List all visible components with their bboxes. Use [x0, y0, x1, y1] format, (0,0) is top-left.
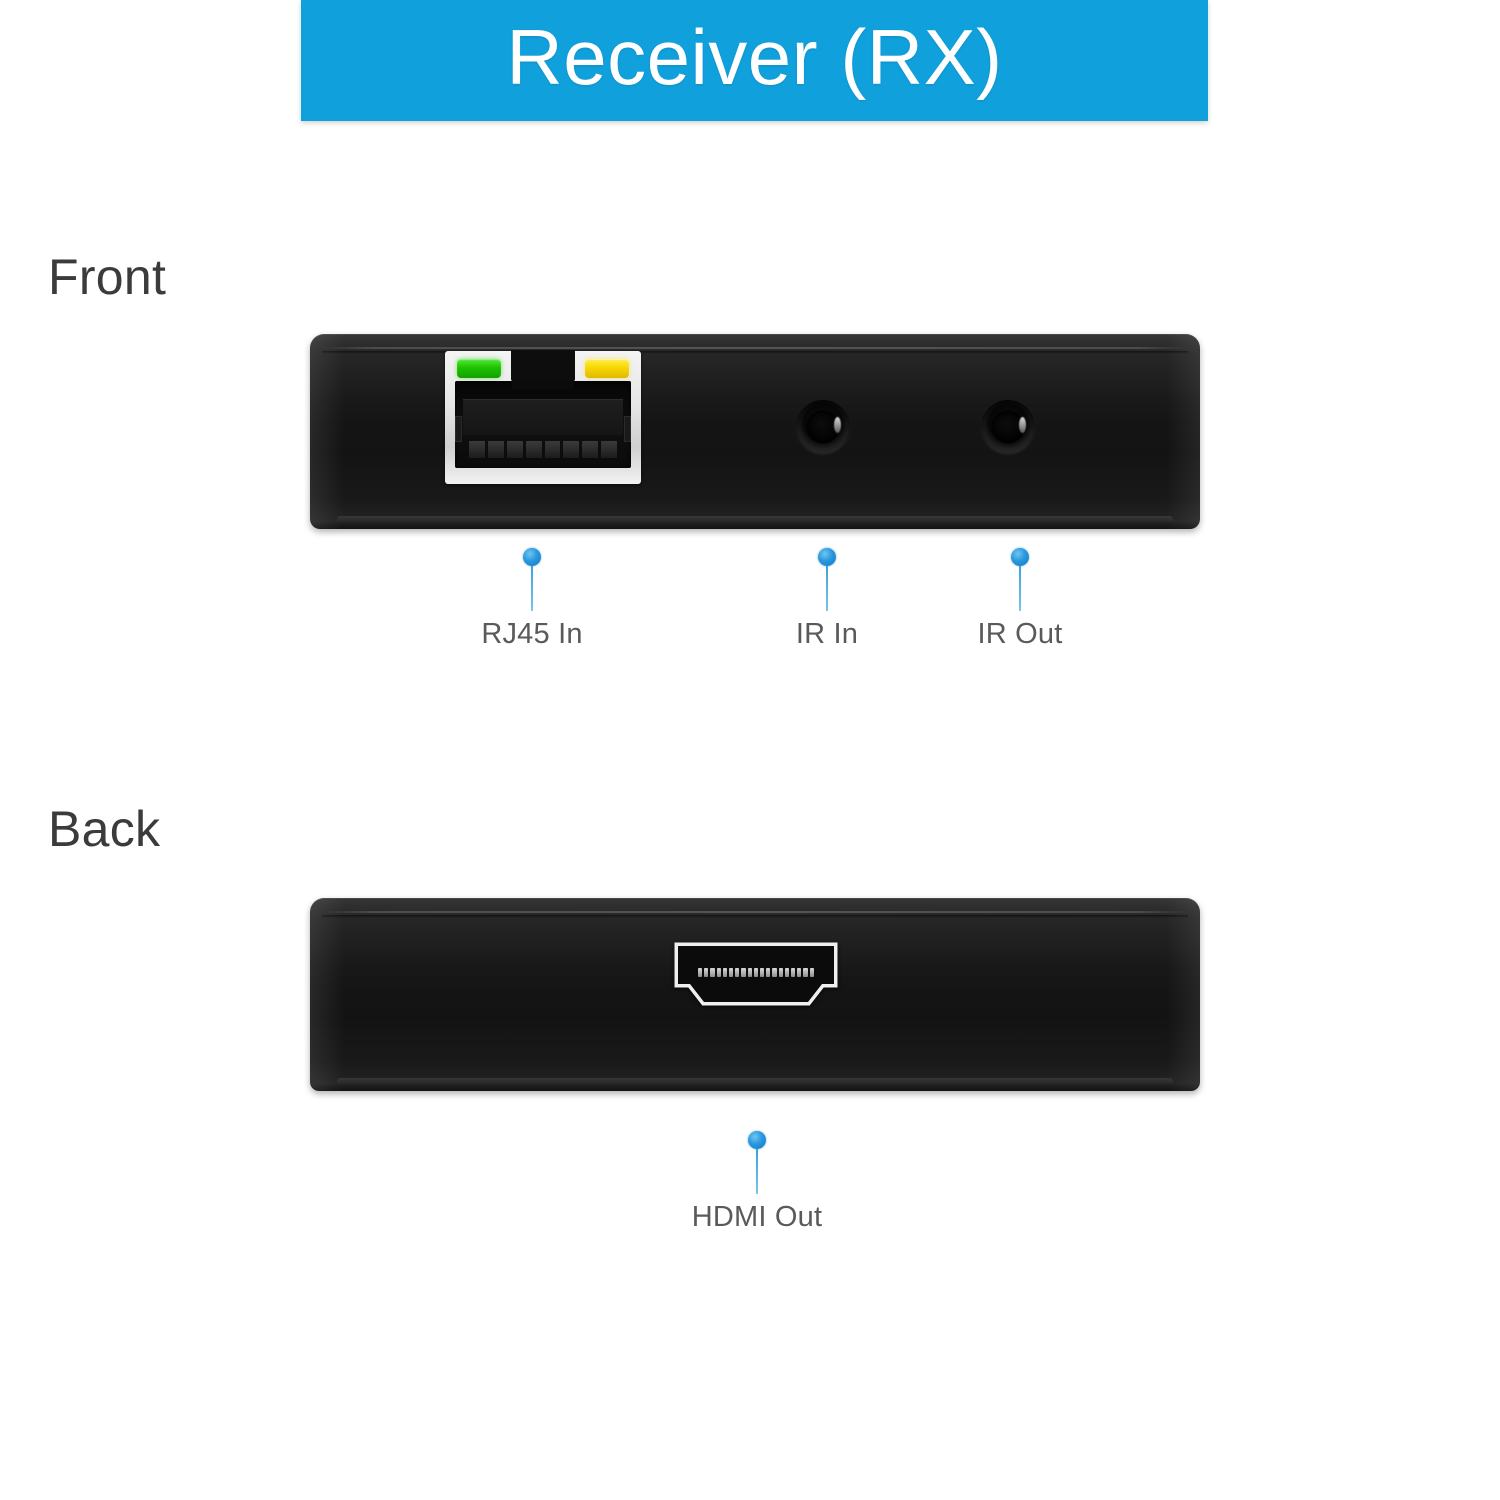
- rj45-cavity-notch: [512, 381, 574, 389]
- hdmi-port: [672, 940, 840, 1010]
- rj45-key-notch: [511, 350, 575, 382]
- hdmi-pin-contacts: [698, 968, 814, 977]
- callout-leader-line: [531, 566, 533, 611]
- device-back-right-edge: [1166, 898, 1200, 1091]
- rj45-side-tab-left: [455, 415, 462, 442]
- callout-dot-icon: [748, 1131, 766, 1149]
- device-front-panel: [310, 334, 1200, 529]
- device-back-bevel-shadow: [322, 915, 1188, 918]
- rj45-side-tab-right: [624, 415, 631, 442]
- callout-leader-line: [1019, 566, 1021, 611]
- section-label-back: Back: [48, 801, 161, 857]
- ir-out-jack-highlight: [1019, 417, 1026, 433]
- device-back-panel: [310, 898, 1200, 1091]
- callout-label-hdmi-out: HDMI Out: [691, 1201, 823, 1233]
- device-front-left-edge: [310, 334, 344, 529]
- device-back-bottom-highlight: [336, 1078, 1174, 1085]
- ir-out-jack: [981, 400, 1035, 454]
- callout-leader-line: [826, 566, 828, 611]
- page-title: Receiver (RX): [506, 12, 1003, 101]
- callout-dot-icon: [1011, 548, 1029, 566]
- header-banner: Receiver (RX): [301, 0, 1208, 121]
- device-front-bevel-shadow: [322, 351, 1188, 354]
- callout-dot-icon: [818, 548, 836, 566]
- device-front-bottom-highlight: [336, 516, 1174, 523]
- ir-in-jack: [796, 400, 850, 454]
- callout-ir-out: IR Out: [890, 548, 1150, 651]
- rj45-led-green-icon: [457, 359, 501, 378]
- device-front-body: [310, 334, 1200, 529]
- rj45-port: [445, 350, 641, 484]
- rj45-led-yellow-icon: [585, 359, 629, 378]
- callout-ir-in: IR In: [697, 548, 957, 651]
- device-back-left-edge: [310, 898, 344, 1091]
- callout-leader-line: [756, 1149, 758, 1194]
- callout-label-ir-out: IR Out: [977, 618, 1063, 650]
- rj45-contact-block: [463, 399, 623, 435]
- ir-in-jack-highlight: [834, 417, 841, 433]
- device-front-right-edge: [1166, 334, 1200, 529]
- rj45-cavity: [455, 381, 631, 468]
- callout-label-ir-in: IR In: [795, 618, 859, 650]
- callout-hdmi-out: HDMI Out: [627, 1131, 887, 1234]
- device-back-body: [310, 898, 1200, 1091]
- device-back-bevel-line: [322, 911, 1188, 913]
- callout-rj45-in: RJ45 In: [402, 548, 662, 651]
- callout-dot-icon: [523, 548, 541, 566]
- device-front-bevel-line: [322, 347, 1188, 349]
- callout-label-rj45-in: RJ45 In: [481, 618, 583, 650]
- section-label-front: Front: [48, 249, 167, 305]
- rj45-pin-contacts: [469, 441, 617, 458]
